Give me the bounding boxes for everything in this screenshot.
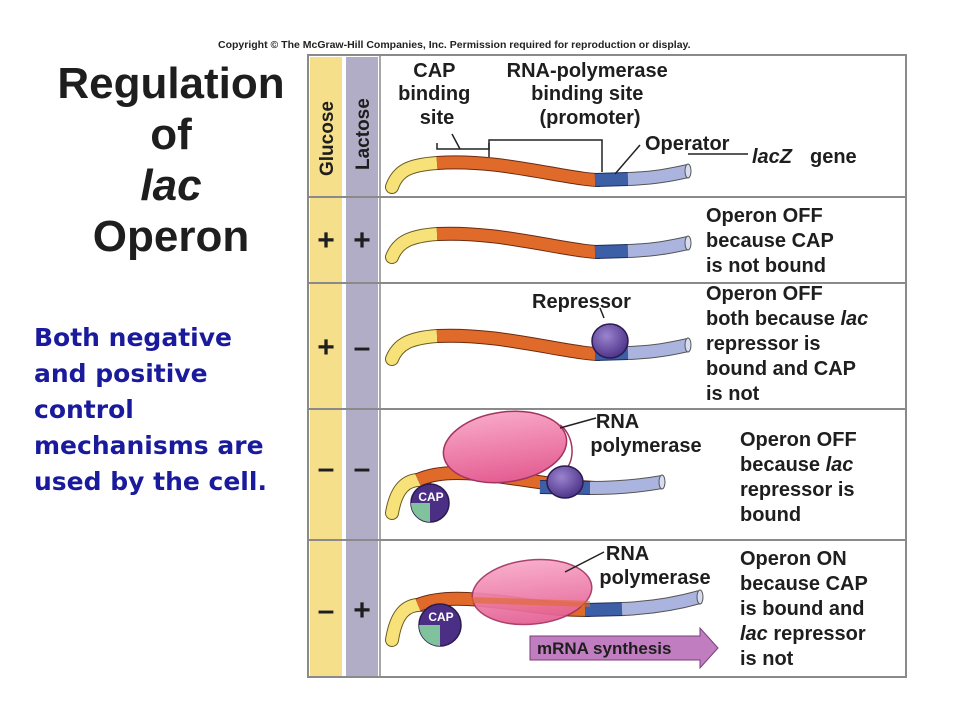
glucose-sign-row-1: + (317, 224, 335, 257)
lacz-label: lacZ (752, 146, 793, 168)
cap-label: CAP (428, 610, 453, 624)
gene-label: gene (810, 146, 857, 168)
page-title: Regulation of lac Operon (40, 58, 302, 262)
repressor-label: Repressor (532, 291, 631, 313)
cap-protein: CAP (418, 603, 462, 647)
title-line-2: of (150, 110, 192, 159)
glucose-sign-row-3: – (318, 452, 335, 485)
rna-polymerase-label: RNA polymerase (599, 543, 710, 589)
promoter-bracket (488, 139, 603, 172)
cap-protein: CAP (410, 483, 450, 523)
side-note: Both negative and positive control mecha… (34, 323, 267, 496)
status-row-1: Operon OFF because CAP is not bound (706, 205, 839, 277)
cap-label: CAP (418, 490, 443, 504)
glucose-sign-row-2: + (317, 331, 335, 364)
mrna-synthesis-label: mRNA synthesis (537, 639, 671, 658)
rna-polymerase-label: RNA polymerase (590, 411, 701, 457)
glucose-sign-row-4: – (318, 594, 335, 627)
title-line-4: Operon (92, 212, 250, 261)
header-dna (385, 155, 692, 194)
lactose-sign-row-2: – (354, 331, 371, 364)
repressor-shape (591, 323, 629, 359)
status-row-2: Operon OFF both because lac repressor is… (706, 283, 874, 405)
rna-polymerase-shape (442, 410, 568, 484)
glucose-column (310, 57, 342, 676)
lactose-header: Lactose (353, 98, 374, 170)
lactose-sign-row-1: + (353, 224, 371, 257)
lactose-sign-row-3: – (354, 452, 371, 485)
glucose-header: Glucose (317, 101, 338, 176)
copyright-notice: Copyright © The McGraw-Hill Companies, I… (218, 39, 691, 51)
dna-row-1 (385, 226, 692, 264)
cap-site-label: CAP binding site (398, 60, 476, 129)
status-row-3: Operon OFF because lac repressor is boun… (740, 429, 862, 526)
operator-label: Operator (645, 133, 730, 155)
lactose-column (346, 57, 378, 676)
table-frame (307, 54, 907, 678)
title-line-1: Regulation (57, 59, 285, 108)
mrna-synthesis-arrow: mRNA synthesis (529, 626, 719, 670)
repressor-shape (546, 465, 584, 499)
title-line-3: lac (140, 161, 202, 210)
status-row-4: Operon ON because CAP is bound and lac r… (740, 548, 873, 670)
rna-pol-site-label: RNA-polymerase binding site (promoter) (507, 60, 674, 129)
lactose-sign-row-4: + (353, 594, 371, 627)
